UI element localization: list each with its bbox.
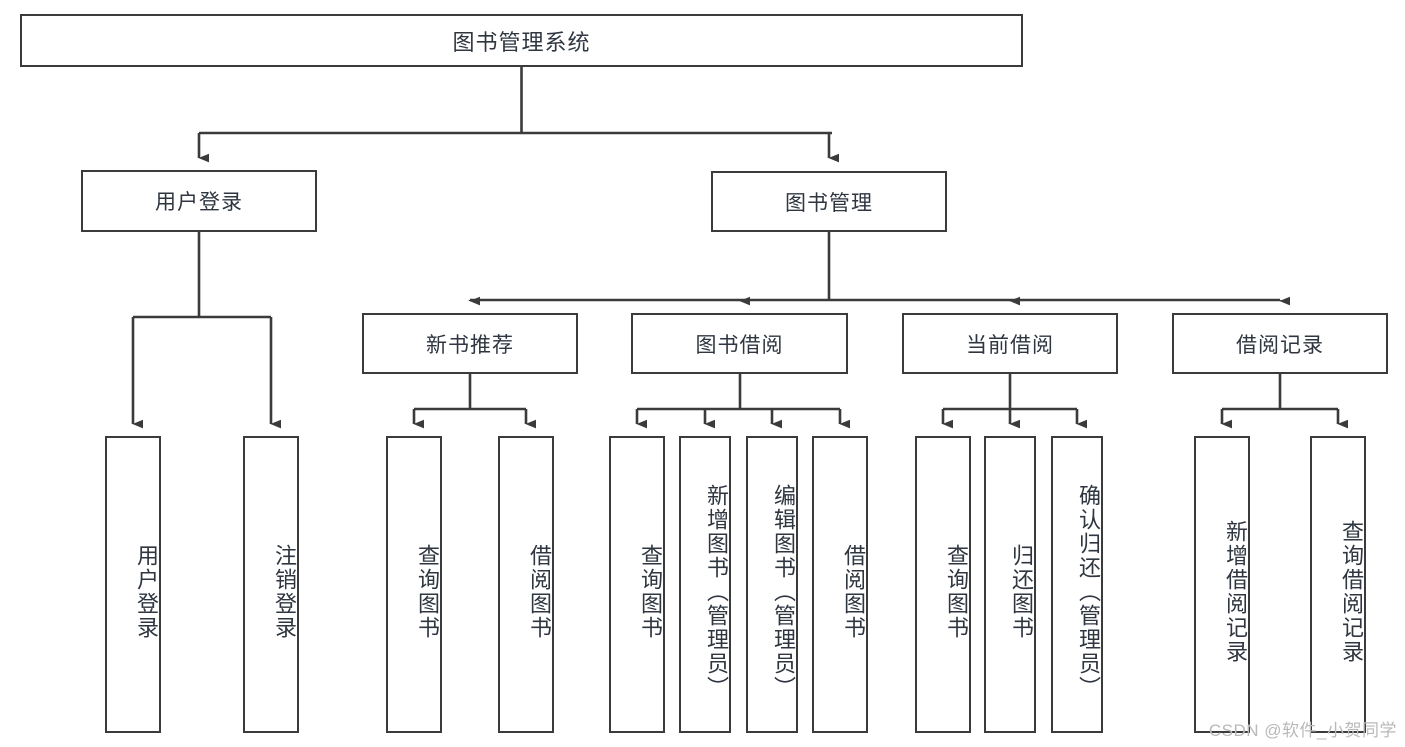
leaf-logout[interactable]: 注销登录	[243, 436, 299, 733]
node-current-borrow[interactable]: 当前借阅	[902, 313, 1118, 374]
leaf-confirm-return-admin[interactable]: 确认归还（管理员）	[1051, 436, 1103, 733]
leaf-return-book[interactable]: 归还图书	[984, 436, 1036, 733]
leaf-add-borrow-record[interactable]: 新增借阅记录	[1194, 436, 1250, 733]
leaf-add-book-admin[interactable]: 新增图书（管理员）	[679, 436, 731, 733]
leaf-borrow-book[interactable]: 借阅图书	[812, 436, 868, 733]
node-new-book-recommend[interactable]: 新书推荐	[362, 313, 578, 374]
node-borrow-record[interactable]: 借阅记录	[1172, 313, 1388, 374]
leaf-query-book-recommend[interactable]: 查询图书	[386, 436, 442, 733]
leaf-query-book-borrow[interactable]: 查询图书	[609, 436, 665, 733]
leaf-borrow-book-recommend[interactable]: 借阅图书	[498, 436, 554, 733]
leaf-user-login[interactable]: 用户登录	[105, 436, 161, 733]
node-user-login[interactable]: 用户登录	[81, 170, 317, 232]
leaf-edit-book-admin[interactable]: 编辑图书（管理员）	[746, 436, 798, 733]
node-root[interactable]: 图书管理系统	[20, 14, 1023, 67]
node-book-management[interactable]: 图书管理	[711, 171, 947, 232]
leaf-query-book-current[interactable]: 查询图书	[915, 436, 971, 733]
leaf-query-borrow-record[interactable]: 查询借阅记录	[1310, 436, 1366, 733]
node-book-borrow[interactable]: 图书借阅	[631, 313, 848, 374]
watermark: CSDN @软件_小贺同学	[1208, 721, 1397, 740]
